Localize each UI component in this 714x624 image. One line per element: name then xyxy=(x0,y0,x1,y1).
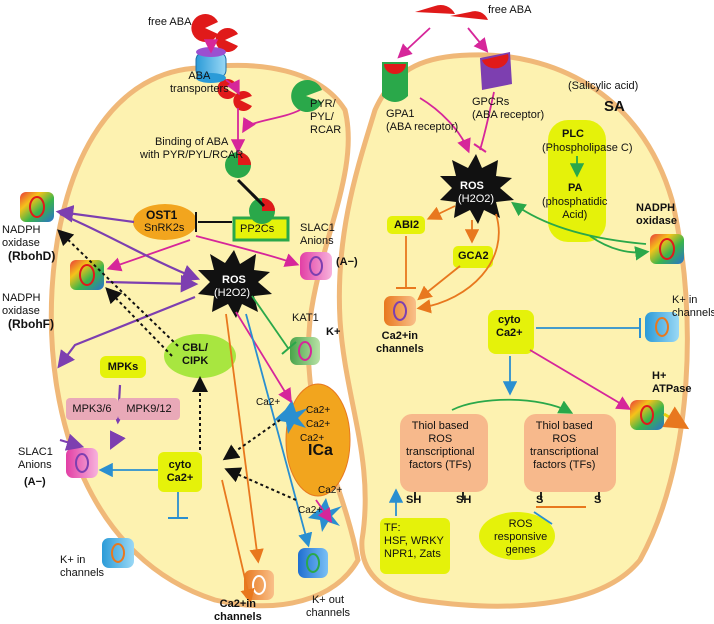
slac1-top-label: SLAC1 Anions xyxy=(300,222,335,247)
plc-label: PLC xyxy=(562,128,584,140)
tf-list-box xyxy=(380,518,450,574)
k-in-channel-left-icon xyxy=(102,538,134,568)
salicylic-acid-label: (Salicylic acid) xyxy=(568,80,639,92)
pp2c-complex-icon xyxy=(249,198,275,224)
ost1-snrk2s-ellipse xyxy=(133,204,197,240)
ros-label-right: ROS xyxy=(460,180,484,192)
plc-pa-column xyxy=(548,120,606,242)
tf-left-box xyxy=(400,414,488,492)
slac1-bottom-ion: (A−) xyxy=(24,476,46,488)
k-in-right-label: K+ in channels xyxy=(672,294,714,319)
aba-receptor-complex-icon xyxy=(225,152,251,178)
aba-transporters-label: ABA transporters xyxy=(170,70,229,95)
ca-ion-label: Ca2+ xyxy=(256,397,281,408)
ca-in-right-label: Ca2+in channels xyxy=(376,330,424,355)
tf-left-label: Thiol based ROS transcriptional factors … xyxy=(406,420,475,471)
gpcrs-label: GPCRs (ABA receptor) xyxy=(472,96,545,121)
free-aba-label-left: free ABA xyxy=(148,16,192,28)
h-atpase-label: H+ ATPase xyxy=(652,370,692,395)
ost1-label: OST1 xyxy=(146,208,178,222)
ca-ion-label: Ca2+ xyxy=(306,419,331,430)
ca-ion-label: Ca2+ xyxy=(306,405,331,416)
ica-label: ICa xyxy=(308,442,333,459)
pa-label: PA xyxy=(568,182,583,194)
pyr-receptor-icon xyxy=(291,80,322,112)
rbohf-name: (RbohF) xyxy=(8,317,54,331)
nadph-rbohd-label: NADPH oxidase xyxy=(2,224,41,249)
ros-burst-right xyxy=(440,154,514,224)
tf-list-label: TF: HSF, WRKY NPR1, Zats xyxy=(384,522,444,560)
aba-molecule-icon xyxy=(191,14,218,43)
aba-molecule-icon xyxy=(450,11,488,20)
gca2-label: GCA2 xyxy=(458,250,489,262)
slac1-top-ion: (A−) xyxy=(336,256,358,268)
right-cell-arrows xyxy=(388,27,690,525)
ros-genes-ellipse xyxy=(479,512,555,560)
calcium-channel-star-icon xyxy=(274,400,308,434)
ros-burst-left xyxy=(198,250,272,318)
pp2cs-label: PP2Cs xyxy=(240,223,275,235)
cyto-ca-right-box xyxy=(488,310,534,354)
slac1-bottom-label: SLAC1 Anions xyxy=(18,446,53,471)
pyr-receptor-label: PYR/ PYL/ RCAR xyxy=(310,98,342,136)
gca2-box xyxy=(453,246,493,268)
rbohd-name: (RbohD) xyxy=(8,249,56,263)
abi2-label: ABI2 xyxy=(394,219,420,231)
ros-genes-label: ROS responsive genes xyxy=(494,518,548,556)
mpk912-box: MPK9/12 xyxy=(118,398,180,420)
mpks-box: MPKs xyxy=(100,356,146,378)
ca-ion-label: Ca2+ xyxy=(298,505,323,516)
snrk2s-label: SnRK2s xyxy=(144,222,185,234)
nadph-oxidase-right-icon xyxy=(650,234,684,264)
cyto-ca-right-label: cyto Ca2+ xyxy=(496,314,523,339)
nadph-oxidase-rbohd-icon xyxy=(20,192,54,222)
k-out-label: K+ out channels xyxy=(306,594,351,619)
ros-label-left: ROS xyxy=(222,274,246,286)
slac1-anion-channel-top-icon xyxy=(300,252,332,280)
mpk36-box: MPK3/6 xyxy=(66,398,118,420)
ros-sub-label-left: (H2O2) xyxy=(214,287,251,299)
s-label: S xyxy=(594,494,602,506)
sh-label: SH xyxy=(406,494,422,506)
nadph-oxidase-rbohf-icon xyxy=(70,260,104,290)
kat1-ion: K+ xyxy=(326,326,341,338)
nadph-rbohf-label: NADPH oxidase xyxy=(2,292,41,317)
kat1-label: KAT1 xyxy=(292,312,319,324)
tf-right-label: Thiol based ROS transcriptional factors … xyxy=(530,420,599,471)
k-out-channel-icon xyxy=(298,548,328,578)
cyto-ca-left-box: cyto Ca2+ xyxy=(158,452,202,492)
tf-right-box xyxy=(524,414,616,492)
ca-ion-label: Ca2+ xyxy=(318,485,343,496)
gpcr-receptor-icon xyxy=(480,52,512,90)
k-in-left-label: K+ in channels xyxy=(60,554,105,579)
aba-molecule-icon xyxy=(233,90,252,112)
s-label: S xyxy=(536,494,544,506)
cbl-cipk-ellipse xyxy=(164,334,236,378)
aba-molecule-icon xyxy=(415,4,455,15)
left-cell-arrows xyxy=(55,39,333,604)
binding-label: Binding of ABA with PYR/PYL/RCAR xyxy=(140,136,244,161)
gpa1-receptor-icon xyxy=(382,62,408,102)
gpa1-label: GPA1 (ABA receptor) xyxy=(386,108,459,133)
k-in-channel-right-icon xyxy=(645,312,679,342)
ros-sub-label-right: (H2O2) xyxy=(458,193,495,205)
ca-ion-label: Ca2+ xyxy=(300,433,325,444)
ca-in-channel-right-icon xyxy=(384,296,416,326)
h-atpase-icon xyxy=(630,400,664,430)
ca-in-left-label: Ca2+in channels xyxy=(214,598,262,623)
abi2-box xyxy=(387,216,425,234)
nadph-right-label: NADPH oxidase xyxy=(636,202,677,227)
sa-label: SA xyxy=(604,98,625,115)
free-aba-label-right: free ABA xyxy=(488,4,532,16)
pa-sub-label: (phosphatidic Acid) xyxy=(542,196,608,221)
cbl-cipk-label: CBL/ CIPK xyxy=(182,342,209,367)
kat1-channel-icon xyxy=(290,337,320,365)
aba-molecule-icon xyxy=(215,28,238,52)
plc-sub-label: (Phospholipase C) xyxy=(542,142,633,154)
slac1-anion-channel-bottom-icon xyxy=(66,448,98,478)
sh-label: SH xyxy=(456,494,472,506)
